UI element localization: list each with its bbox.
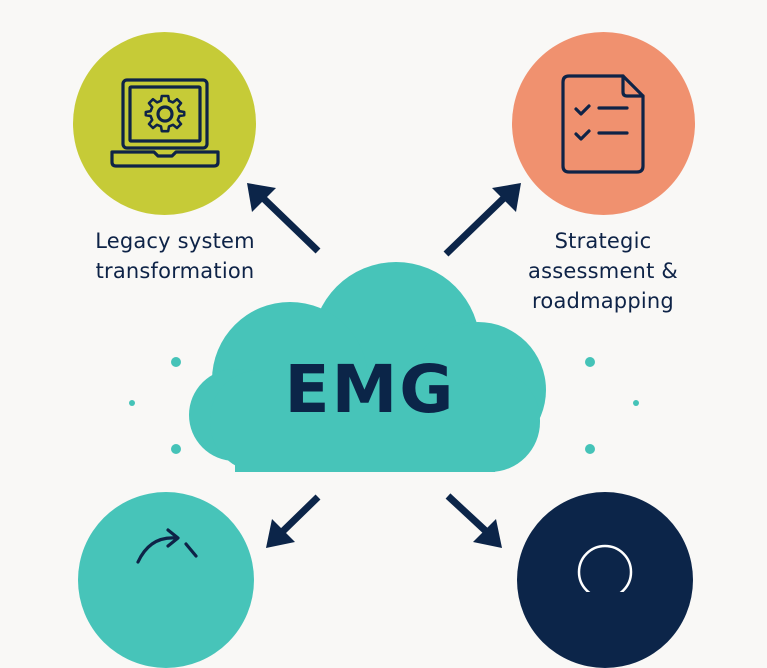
strategic-label-line-1: Strategic <box>554 229 652 253</box>
arrow-to-cycle <box>266 494 321 548</box>
strategic-node-label: Strategic assessment & roadmapping <box>498 226 708 316</box>
accent-dot <box>129 400 135 406</box>
legacy-label-line-2: transformation <box>95 259 255 283</box>
arrow-to-legacy <box>247 183 321 254</box>
strategic-label-line-2: assessment & <box>528 259 678 283</box>
strategic-node-circle <box>512 32 695 215</box>
cloud-shape <box>189 262 546 472</box>
legacy-node-circle <box>73 32 256 215</box>
checklist-document-icon <box>560 73 645 174</box>
strategic-label-line-3: roadmapping <box>532 289 674 313</box>
accent-dot <box>585 357 595 367</box>
arrow-to-strategic <box>443 183 521 257</box>
laptop-gear-icon <box>109 77 220 168</box>
legacy-label-line-1: Legacy system <box>95 229 255 253</box>
legacy-node-label: Legacy system transformation <box>70 226 280 286</box>
accent-dot <box>633 400 639 406</box>
arrows <box>247 183 521 548</box>
emg-diagram: Legacy system transformation Strategic a… <box>70 32 708 668</box>
accent-dot <box>585 444 595 454</box>
center-label: EMG <box>284 351 456 428</box>
accent-dot <box>171 357 181 367</box>
accent-dot <box>171 444 181 454</box>
diagram-shapes <box>189 183 546 548</box>
arrow-to-dark <box>445 493 502 548</box>
